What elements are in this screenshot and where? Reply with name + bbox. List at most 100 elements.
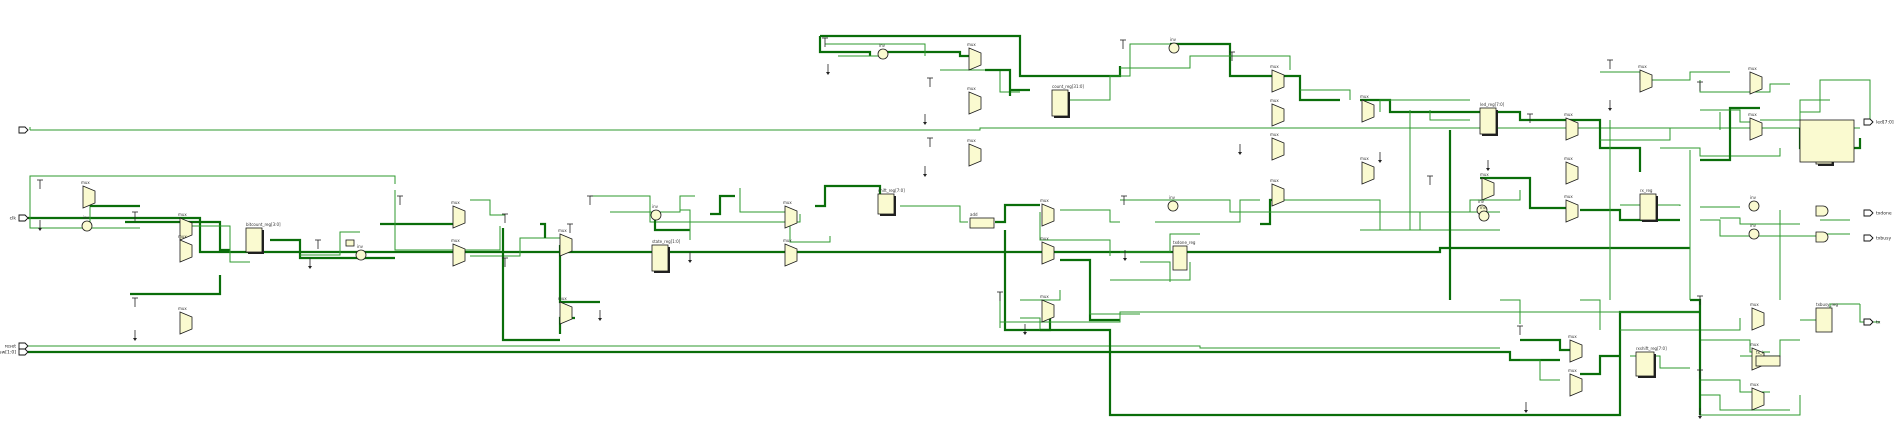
mux-shape (968, 91, 982, 115)
register-cell[interactable]: bitcount_reg[3:0] (245, 222, 281, 254)
output-port-txdone[interactable]: txdone (1863, 209, 1892, 217)
ground-arrow (923, 122, 927, 125)
mux-cell[interactable]: mux (1564, 156, 1579, 185)
gate-shape (1815, 231, 1829, 243)
mux-cell[interactable]: mux (1040, 236, 1055, 265)
net-wire (29, 176, 140, 229)
mux-cell[interactable]: mux (1750, 302, 1765, 331)
inverter-cell[interactable]: inv (877, 43, 889, 60)
bus-wire (1580, 354, 1620, 376)
ground-arrow (923, 174, 927, 177)
mux-shape (1751, 307, 1765, 331)
register-cell[interactable]: shift_reg[7:0] (877, 188, 905, 216)
input-port-aux[interactable] (18, 126, 29, 134)
mux-cell[interactable]: mux (967, 42, 982, 71)
mux-cell[interactable]: mux (1568, 334, 1583, 363)
mux-cell[interactable]: mux (178, 234, 193, 263)
logic-cell[interactable]: tx_i (1755, 350, 1781, 367)
mux-label: mux (1270, 178, 1279, 183)
register-cell[interactable]: rx_reg (1639, 188, 1658, 222)
bus-wire (1170, 42, 1270, 78)
mux-cell[interactable]: mux (1270, 98, 1285, 127)
mux-cell[interactable]: mux (1270, 178, 1285, 207)
mux-cell[interactable]: mux (1270, 64, 1285, 93)
mux-cell[interactable]: mux (1748, 112, 1763, 141)
mux-shape (968, 143, 982, 167)
mux-cell[interactable]: mux (1638, 64, 1653, 93)
mux-cell[interactable]: mux (1748, 66, 1763, 95)
mux-shape (1041, 203, 1055, 227)
mux-cell[interactable]: mux (178, 306, 193, 335)
input-port-label: clk (10, 216, 17, 222)
logic-cell[interactable] (345, 239, 355, 247)
mux-cell[interactable]: mux (178, 212, 193, 241)
net-wire (1060, 209, 1120, 223)
mux-cell[interactable]: mux (81, 180, 96, 209)
gate-cell[interactable] (1815, 231, 1829, 243)
mux-cell[interactable]: mux (1270, 132, 1285, 161)
mux-cell[interactable]: mux (1360, 156, 1375, 185)
bus-wire (28, 216, 1690, 254)
logic-label: add (970, 212, 978, 217)
mux-cell[interactable]: mux (967, 138, 982, 167)
mux-cell[interactable]: mux (783, 200, 798, 229)
output-port-txbusy[interactable]: txbusy (1863, 234, 1891, 242)
inverter-cell[interactable]: inv (650, 204, 662, 221)
inverter-cell[interactable]: inv (81, 215, 93, 232)
mux-shape (1749, 71, 1763, 95)
inverter-cell[interactable]: inv (355, 244, 367, 261)
inverter-cell[interactable]: inv (1167, 195, 1179, 212)
output-port-rx[interactable] (1863, 318, 1874, 326)
gate-cell[interactable] (1815, 205, 1829, 217)
mux-cell[interactable]: mux (1564, 194, 1579, 223)
logic-cell[interactable]: add (969, 212, 995, 229)
mux-cell[interactable]: mux (967, 86, 982, 115)
net-wire (1800, 79, 1860, 113)
mux-cell[interactable]: mux (1750, 382, 1765, 411)
input-port-reset[interactable]: reset (5, 342, 29, 350)
net-wire (1760, 99, 1830, 121)
output-port-label: tx (1876, 320, 1881, 326)
logic-cell[interactable]: txbusy_reg (1815, 302, 1838, 333)
mux-cell[interactable]: mux (783, 238, 798, 267)
logic-cell[interactable]: txdone_reg (1172, 240, 1196, 271)
net-wire (1700, 219, 1800, 237)
net-wire (1580, 299, 1601, 330)
inverter-cell[interactable]: inv (1168, 37, 1180, 54)
net-wire (610, 195, 695, 213)
mux-label: mux (1040, 236, 1049, 241)
register-cell[interactable]: state_reg[1:0] (651, 239, 681, 273)
inverter-cell[interactable]: inv (1748, 195, 1760, 212)
mux-cell[interactable]: mux (558, 296, 573, 325)
mux-cell[interactable]: mux (451, 238, 466, 267)
bus-wire (540, 222, 547, 238)
bus-wire (380, 214, 457, 226)
inverter-cell[interactable]: inv (1748, 223, 1760, 240)
net-wire (470, 237, 560, 257)
bus-wire (130, 275, 222, 296)
net-wire (1110, 262, 1191, 281)
input-port-clk[interactable]: clk (10, 214, 29, 222)
input-port-sw[interactable]: sw[1:0] (0, 348, 29, 356)
mux-cell[interactable]: mux (1360, 94, 1375, 123)
mux-cell[interactable]: mux (558, 228, 573, 257)
mux-cell[interactable]: mux (451, 200, 466, 229)
mux-label: mux (1568, 334, 1577, 339)
mux-cell[interactable]: mux (1040, 294, 1055, 323)
register-cell[interactable]: count_reg[31:0] (1051, 84, 1084, 118)
mux-cell[interactable]: mux (1564, 112, 1579, 141)
logic-cell[interactable] (1799, 119, 1855, 163)
bus-wire (710, 194, 735, 216)
mux-cell[interactable]: mux (1480, 172, 1495, 201)
mux-label: mux (1564, 156, 1573, 161)
bus-wire (1700, 106, 1760, 162)
mux-cell[interactable]: mux (1040, 198, 1055, 227)
output-port-led[interactable]: led[7:0] (1863, 118, 1894, 126)
input-port-shape (18, 342, 29, 350)
net-wire (900, 205, 968, 223)
inverter-cell[interactable]: inv (1478, 205, 1490, 222)
register-cell[interactable]: rxshift_reg[7:0] (1635, 346, 1667, 378)
mux-cell[interactable]: mux (1568, 368, 1583, 397)
register-cell[interactable]: led_reg[7:0] (1479, 102, 1505, 136)
